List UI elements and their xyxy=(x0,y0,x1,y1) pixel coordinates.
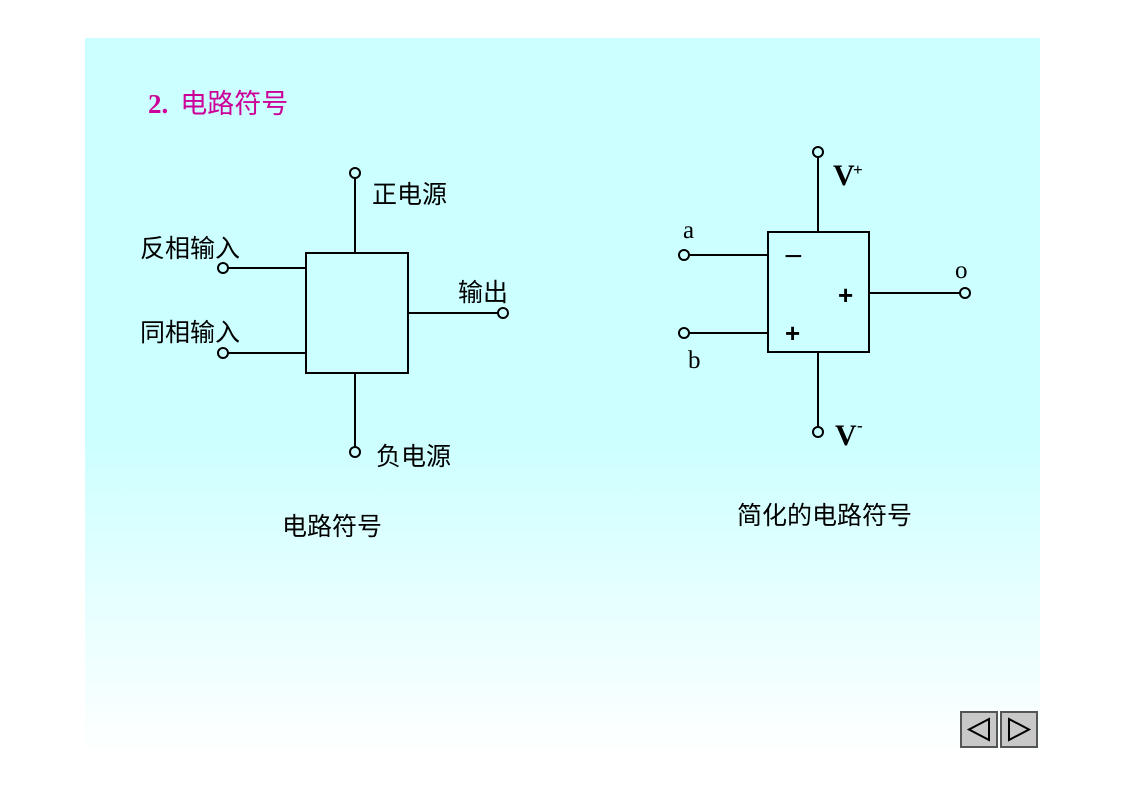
positive-supply-terminal xyxy=(349,167,361,179)
previous-button[interactable] xyxy=(960,711,998,748)
next-arrow-icon xyxy=(1008,717,1032,742)
left-circuit-symbol xyxy=(217,167,509,458)
v-minus-terminal xyxy=(812,426,824,438)
output-o-label: o xyxy=(955,257,968,284)
opamp-box xyxy=(305,252,409,374)
v-minus-superscript: - xyxy=(857,416,863,435)
page-title: 2. 电路符号 xyxy=(148,88,288,121)
v-minus-label: V xyxy=(835,419,857,452)
v-plus-label: V xyxy=(833,159,855,192)
right-caption: 简化的电路符号 xyxy=(737,501,912,530)
input-a-label: a xyxy=(683,217,694,244)
inverting-input-terminal xyxy=(217,262,229,274)
input-a-terminal xyxy=(678,249,690,261)
input-b-label: b xyxy=(688,347,701,374)
inverting-sign: − xyxy=(783,241,804,270)
negative-supply-label: 负电源 xyxy=(376,442,451,471)
v-plus-terminal xyxy=(812,146,824,158)
output-plus-sign: + xyxy=(838,280,853,310)
negative-supply-terminal xyxy=(349,446,361,458)
noninverting-input-label: 同相输入 xyxy=(140,318,240,347)
next-button[interactable] xyxy=(1000,711,1038,748)
noninverting-sign: + xyxy=(785,318,800,348)
positive-supply-label: 正电源 xyxy=(372,180,447,209)
left-caption: 电路符号 xyxy=(282,512,382,541)
right-circuit-symbol xyxy=(678,146,971,438)
inverting-input-label: 反相输入 xyxy=(140,234,240,263)
slide-background xyxy=(85,38,1040,759)
input-b-terminal xyxy=(678,327,690,339)
previous-arrow-icon xyxy=(966,717,990,742)
output-terminal xyxy=(497,307,509,319)
output-label: 输出 xyxy=(458,278,508,307)
output-o-terminal xyxy=(959,287,971,299)
heading-number: 2. xyxy=(148,89,169,119)
v-plus-superscript: + xyxy=(853,160,863,179)
noninverting-input-terminal xyxy=(217,347,229,359)
heading-title: 电路符号 xyxy=(180,89,289,120)
